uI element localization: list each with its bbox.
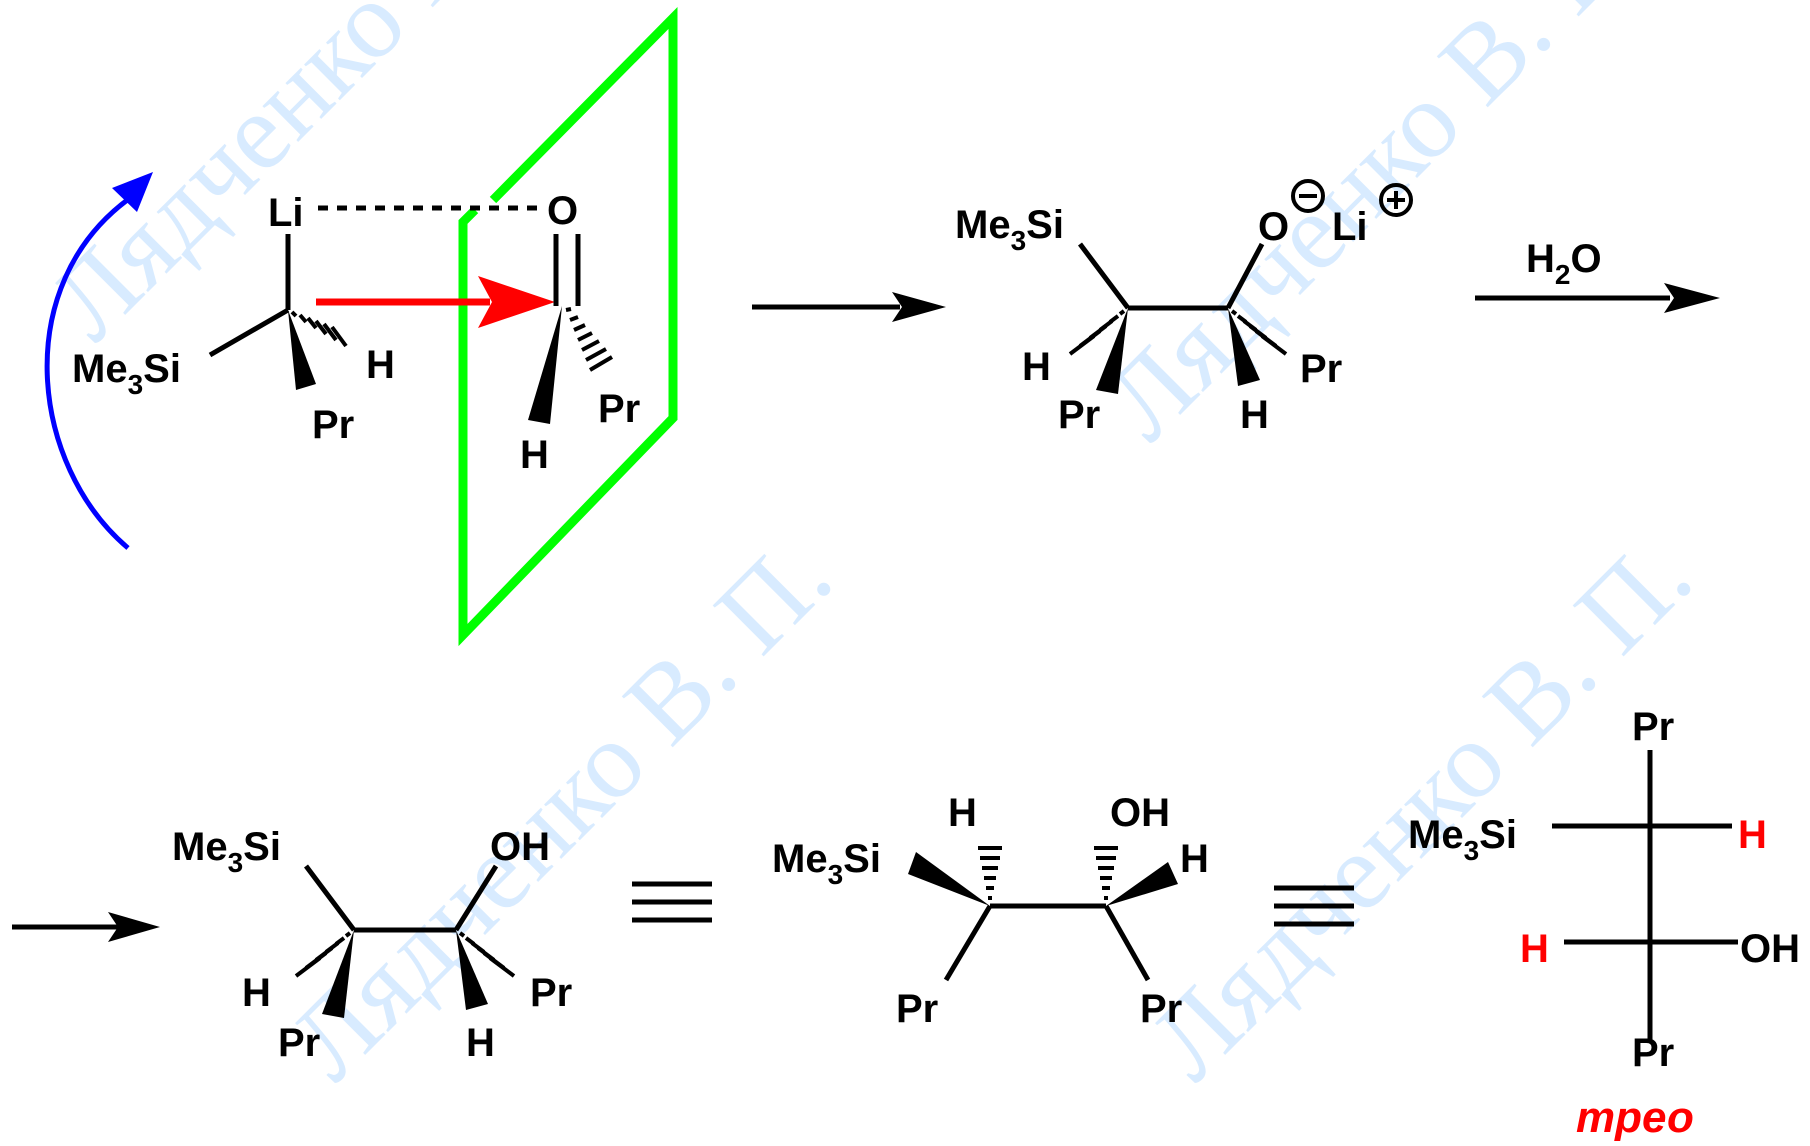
me3si-label-f: Me3Si <box>1408 813 1517 866</box>
oh-label-c: OH <box>490 825 550 869</box>
hash-c-pr-aldehyde <box>565 307 614 372</box>
fischer-projection: Pr Me3Si H H OH Pr трео <box>1408 705 1800 1142</box>
me3si-label-b: Me3Si <box>955 203 1064 256</box>
minus-charge-icon <box>1291 179 1325 213</box>
reaction-plane <box>458 7 678 647</box>
arrow-head-icon <box>892 292 946 322</box>
reaction-arrow-1 <box>752 292 946 322</box>
wedge-si-d <box>908 852 990 906</box>
c-pr-bond-d2 <box>1103 904 1151 982</box>
equivalence-sign-1 <box>632 881 712 923</box>
wedge-c-h-aldehyde <box>528 306 562 424</box>
arrow-head-icon <box>1664 283 1720 313</box>
wedge-pr-b <box>1096 308 1128 394</box>
h-label-d1: H <box>948 791 977 835</box>
equivalence-sign-2 <box>1274 885 1354 927</box>
si-c-bond-b <box>1078 242 1130 310</box>
h-label-d2: H <box>1180 837 1209 881</box>
pr-label-d2: Pr <box>1140 987 1182 1031</box>
wedge-h-b <box>1228 308 1260 386</box>
c-si-bond <box>208 307 290 358</box>
h-label-aldehyde: H <box>520 433 549 477</box>
rotation-arrow-head-icon <box>112 172 153 212</box>
threo-label: трео <box>1576 1093 1694 1142</box>
h-label-a: H <box>366 343 395 387</box>
oh-label-d: OH <box>1110 791 1170 835</box>
product-eclipsed: Me3Si H OH H Pr Pr <box>772 791 1209 1031</box>
pr-label-b2: Pr <box>1300 347 1342 391</box>
me3si-label-a: Me3Si <box>72 347 181 400</box>
arrow-head-icon <box>108 912 160 942</box>
h-label-c2: H <box>466 1021 495 1065</box>
c-pr-bond-d1 <box>943 904 993 982</box>
pr-label-d1: Pr <box>896 987 938 1031</box>
hash-pr-c <box>458 931 516 978</box>
stage-alkoxide: Me3Si O Li H Pr <box>955 179 1413 437</box>
hash-h-b <box>1068 309 1126 356</box>
c-oh-bond-c <box>453 864 499 932</box>
wedge-h-c <box>456 930 488 1010</box>
h-label-c1: H <box>242 971 271 1015</box>
rotation-arrow <box>44 195 132 550</box>
li-label: Li <box>268 191 304 235</box>
pr-label-b1: Pr <box>1058 393 1100 437</box>
watermark-4: Лядченко В. П. <box>1126 514 1714 1102</box>
oh-label-f: OH <box>1740 927 1800 971</box>
water-label: H2O <box>1526 237 1602 290</box>
pr-label-f-top: Pr <box>1632 705 1674 749</box>
o-label-b: O <box>1258 205 1289 249</box>
pr-label-a: Pr <box>312 403 354 447</box>
pr-label-c2: Pr <box>530 971 572 1015</box>
h-label-b1: H <box>1022 345 1051 389</box>
attack-arrow-head-icon <box>478 276 555 328</box>
stage-reagents: Li H Pr Me3Si O <box>44 7 678 647</box>
hash-h-d1 <box>978 846 1002 900</box>
me3si-label-d: Me3Si <box>772 837 881 890</box>
plus-charge-icon <box>1379 183 1413 217</box>
li-label-b: Li <box>1332 205 1368 249</box>
pr-label-aldehyde: Pr <box>598 387 640 431</box>
reaction-arrow-3 <box>12 912 160 942</box>
hash-h-c1 <box>294 931 352 978</box>
h-label-f1: H <box>1738 813 1767 857</box>
hash-pr-b <box>1230 309 1288 356</box>
watermark-group: Лядченко В. П. Лядченко В. П. Лядченко В… <box>26 0 1714 1102</box>
si-c-bond-c <box>304 864 356 932</box>
hash-oh-d <box>1094 846 1118 900</box>
c-o-bond-b <box>1225 242 1265 310</box>
hash-c-h <box>290 310 348 348</box>
o-label-a: O <box>547 189 578 233</box>
h-label-f2: H <box>1520 927 1549 971</box>
h-label-b2: H <box>1240 393 1269 437</box>
wedge-h-d2 <box>1106 862 1178 906</box>
pr-label-f-bottom: Pr <box>1632 1031 1674 1075</box>
product-zigzag: Me3Si OH H Pr Pr H <box>172 825 572 1065</box>
reaction-arrow-2: H2O <box>1475 237 1720 313</box>
me3si-label-c: Me3Si <box>172 825 281 878</box>
pr-label-c1: Pr <box>278 1021 320 1065</box>
wedge-pr-c <box>322 930 354 1018</box>
watermark-2: Лядченко В. П. <box>1081 0 1669 462</box>
wedge-c-pr <box>288 310 316 390</box>
